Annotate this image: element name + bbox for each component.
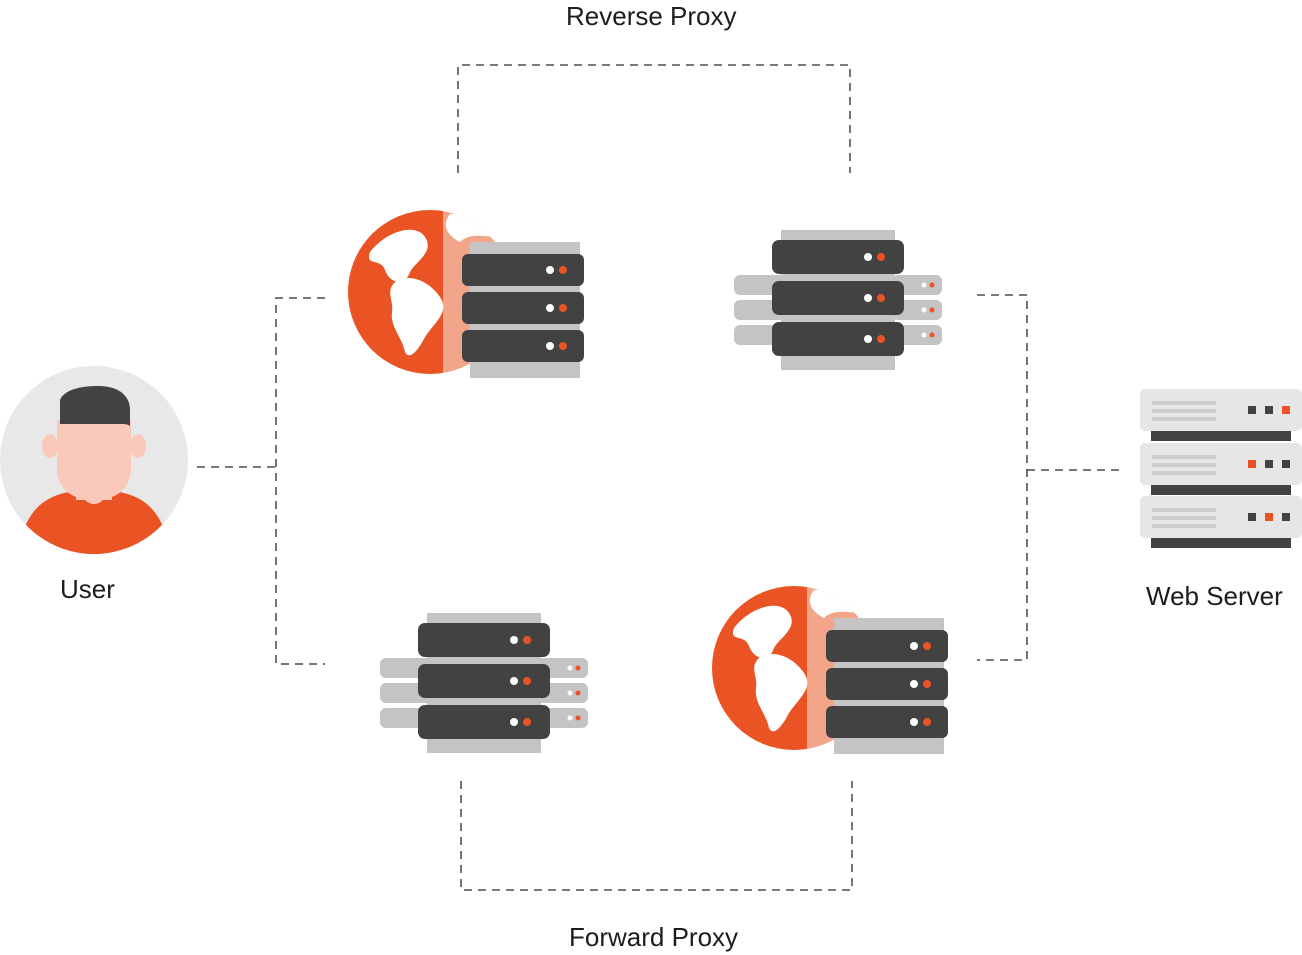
server-stack-icon (380, 613, 588, 753)
user-bracket (275, 297, 325, 665)
forward-proxy-bracket (460, 781, 853, 891)
connector-lines (197, 64, 1122, 891)
reverse-proxy-label: Reverse Proxy (566, 1, 737, 31)
forward-proxy-label: Forward Proxy (569, 922, 739, 952)
user-label: User (60, 574, 115, 604)
globe-server-icon (348, 210, 584, 378)
web-server-rack-icon (1140, 389, 1302, 548)
server-bracket (977, 294, 1028, 661)
globe-server-icon (712, 586, 948, 754)
reverse-proxy-bracket (457, 64, 851, 173)
web-server-label: Web Server (1146, 581, 1283, 611)
server-stack-icon (734, 230, 942, 370)
user-avatar-icon (0, 366, 188, 554)
